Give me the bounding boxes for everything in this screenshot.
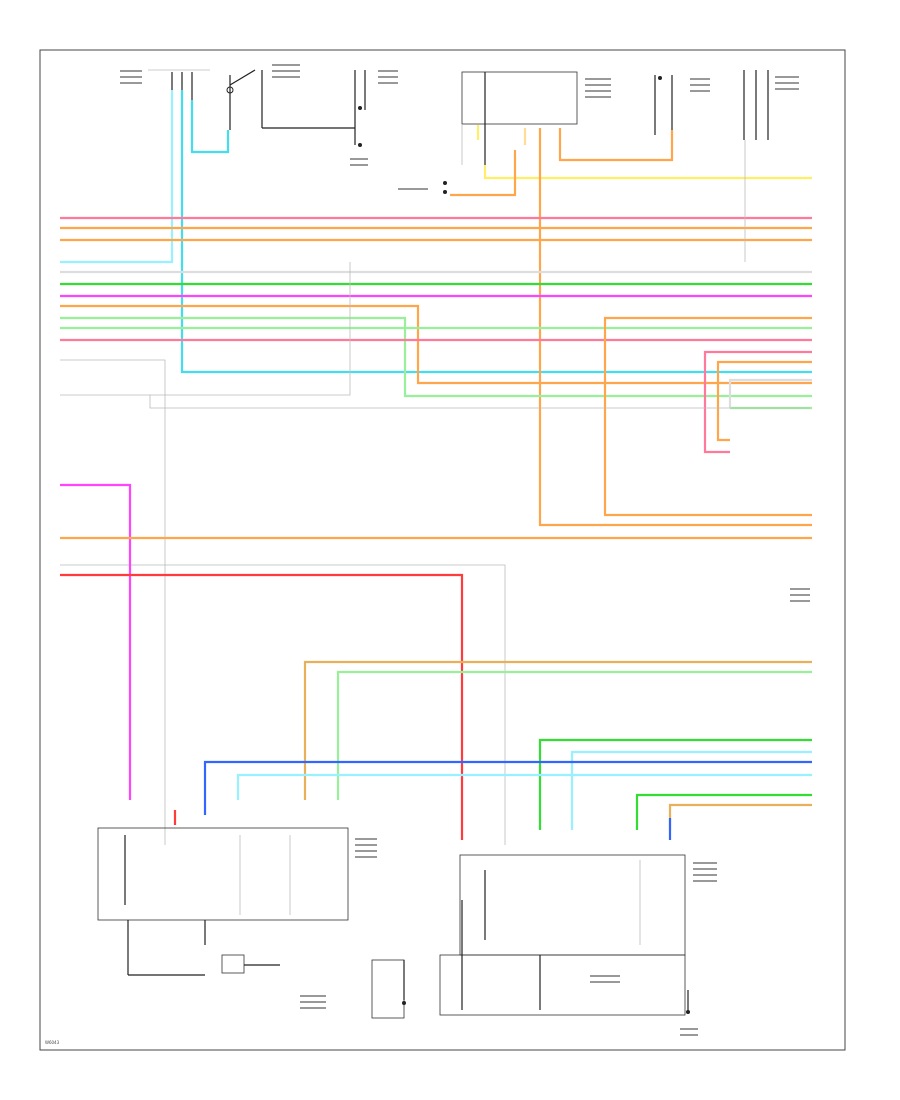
top-center-module — [443, 70, 769, 194]
diagram-frame — [39, 49, 846, 1051]
right-control-module — [439, 854, 690, 1016]
left-control-module — [97, 827, 406, 1019]
top-left-connectors — [148, 69, 366, 147]
wires — [60, 90, 812, 845]
footer-code: W6043 — [45, 1040, 60, 1045]
label-marks — [120, 64, 810, 1036]
